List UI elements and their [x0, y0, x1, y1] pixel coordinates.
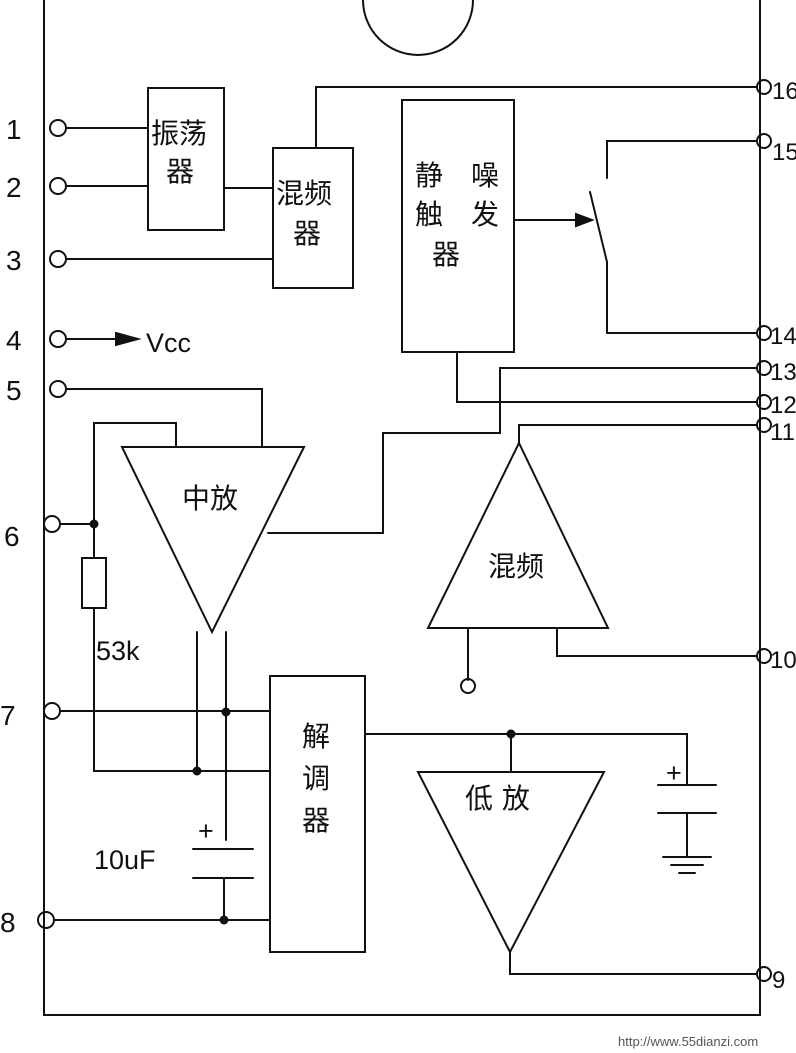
pin-4-terminal [49, 330, 67, 348]
pin-7-terminal [43, 702, 61, 720]
pin-8-terminal [37, 911, 55, 929]
vcc-arrow-head [115, 331, 142, 347]
resistor-value-label: 53k [96, 636, 140, 666]
pin-1-terminal [49, 119, 67, 137]
junction-ifamp-a [192, 766, 202, 776]
capacitor-10uf-plus: + [198, 816, 214, 846]
af-amp-label: 低 放 [465, 782, 530, 815]
ic-outline [43, 0, 761, 1016]
if-amp-label: 中放 [182, 482, 238, 515]
watermark-url: http://www.55dianzi.com [618, 1034, 758, 1049]
mixer1-block [272, 147, 354, 289]
mixer2-label: 混频 [488, 550, 544, 583]
mixer2-triangle [426, 440, 610, 629]
pin-label-9: 9 [772, 967, 785, 994]
oscillator-block [147, 87, 225, 231]
pin-label-8: 8 [0, 907, 16, 938]
mixer1-label-line2: 器 [293, 217, 321, 250]
wire-ifamp-feedback [93, 422, 177, 525]
switch-upper-lead [606, 140, 758, 179]
junction-pin8 [219, 915, 229, 925]
mixer1-label-line1: 混频 [276, 177, 332, 210]
pin-label-16: 16 [772, 78, 796, 105]
wire-demod-afamp [364, 733, 688, 786]
pin-2-terminal [49, 177, 67, 195]
junction-pin6 [89, 519, 99, 529]
pin-label-14: 14 [770, 323, 796, 350]
vcc-label: Vcc [146, 328, 191, 358]
wire-mixer2-pin11 [518, 424, 758, 444]
squelch-label-line3: 器 [432, 238, 460, 271]
wire-afamp-pin9 [509, 951, 758, 975]
demodulator-label-line1: 解 [302, 720, 330, 753]
pin-label-2: 2 [6, 172, 22, 203]
switch-blade [589, 191, 608, 263]
package-notch [362, 0, 474, 56]
wire-squelch-pin12 [456, 351, 758, 403]
pin-label-3: 3 [6, 245, 22, 276]
wire-pin5-ifamp [65, 388, 263, 448]
junction-afamp [506, 729, 516, 739]
pin-label-7: 7 [0, 700, 16, 731]
wire-mixer1-pin16 [315, 86, 758, 149]
pin-label-13: 13 [770, 359, 796, 386]
pin-label-15: 15 [772, 139, 796, 166]
oscillator-label-line2: 器 [166, 155, 194, 188]
pin-label-1: 1 [6, 114, 22, 145]
squelch-label-line2: 触 发 [415, 198, 499, 231]
wire-resistor-demod [93, 607, 271, 772]
wire-ifamp-pin12 [267, 367, 758, 534]
switch-lower-lead [606, 261, 758, 334]
wire-mixer2-pin10 [556, 627, 758, 657]
mixer2-test-point [460, 678, 476, 694]
pin-3-terminal [49, 250, 67, 268]
if-amplifier-triangle [120, 446, 306, 635]
pin-label-4: 4 [6, 325, 22, 356]
pin-label-6: 6 [4, 521, 20, 552]
capacitor-value-label: 10uF [94, 845, 156, 875]
output-capacitor-plus: + [666, 758, 682, 788]
demodulator-label-line3: 器 [302, 804, 330, 837]
demodulator-block [269, 675, 366, 953]
resistor-53k [81, 557, 107, 609]
pin-label-5: 5 [6, 375, 22, 406]
pin-label-12: 12 [770, 392, 796, 419]
pin-6-terminal [43, 515, 61, 533]
pin-label-11: 11 [770, 419, 795, 446]
arrow-squelch-switch [575, 212, 595, 228]
demodulator-label-line2: 调 [302, 762, 330, 795]
pin-label-10: 10 [770, 647, 796, 674]
wire-pin6 [59, 523, 95, 559]
squelch-label-line1: 静 噪 [415, 159, 499, 192]
oscillator-label-line1: 振荡 [151, 117, 207, 150]
pin-5-terminal [49, 380, 67, 398]
